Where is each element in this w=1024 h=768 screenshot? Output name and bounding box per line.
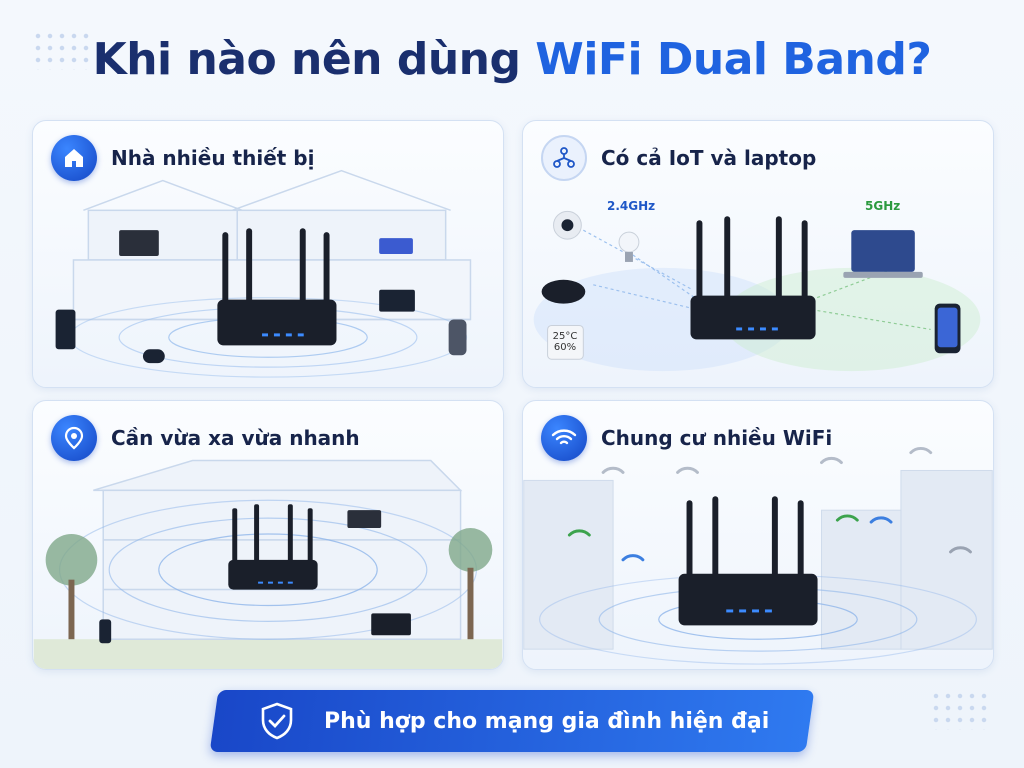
card-apartment-wifi: Chung cư nhiều WiFi: [522, 400, 994, 670]
apartment-scene-illustration: [523, 446, 993, 665]
sensor-temperature: 25°C: [552, 331, 578, 342]
card-title: Có cả IoT và laptop: [601, 146, 817, 170]
band-label-2-4ghz: 2.4GHz: [607, 199, 656, 213]
band-label-5ghz: 5GHz: [865, 199, 901, 213]
title-main: Khi nào nên dùng: [92, 34, 536, 85]
card-range-speed: Cần vừa xa vừa nhanh: [32, 400, 504, 670]
card-title: Chung cư nhiều WiFi: [601, 426, 833, 450]
decorative-dots: [32, 30, 92, 70]
footer-text: Phù hợp cho mạng gia đình hiện đại: [324, 708, 770, 734]
card-title: Cần vừa xa vừa nhanh: [111, 426, 360, 450]
iot-scene-illustration: [533, 210, 981, 372]
home-icon: [51, 135, 97, 181]
card-many-devices: Nhà nhiều thiết bị: [32, 120, 504, 388]
card-title: Nhà nhiều thiết bị: [111, 146, 315, 170]
location-pin-icon: [51, 415, 97, 461]
sensor-humidity: 60%: [553, 342, 577, 353]
sensor-readout: 25°C 60%: [547, 331, 583, 353]
footer-banner: Phù hợp cho mạng gia đình hiện đại: [214, 690, 810, 752]
house-scene-illustration: [55, 169, 472, 378]
page-title: Khi nào nên dùng WiFi Dual Band?: [0, 34, 1024, 85]
title-accent: WiFi Dual Band?: [535, 34, 932, 85]
shield-check-icon: [261, 702, 293, 740]
card-iot-laptop: 2.4GHz 5GHz 25°C 60% Có cả IoT và laptop: [522, 120, 994, 388]
wifi-icon: [541, 415, 587, 461]
decorative-dots: [930, 690, 990, 730]
multistory-house-illustration: [33, 459, 503, 669]
iot-network-icon: [541, 135, 587, 181]
